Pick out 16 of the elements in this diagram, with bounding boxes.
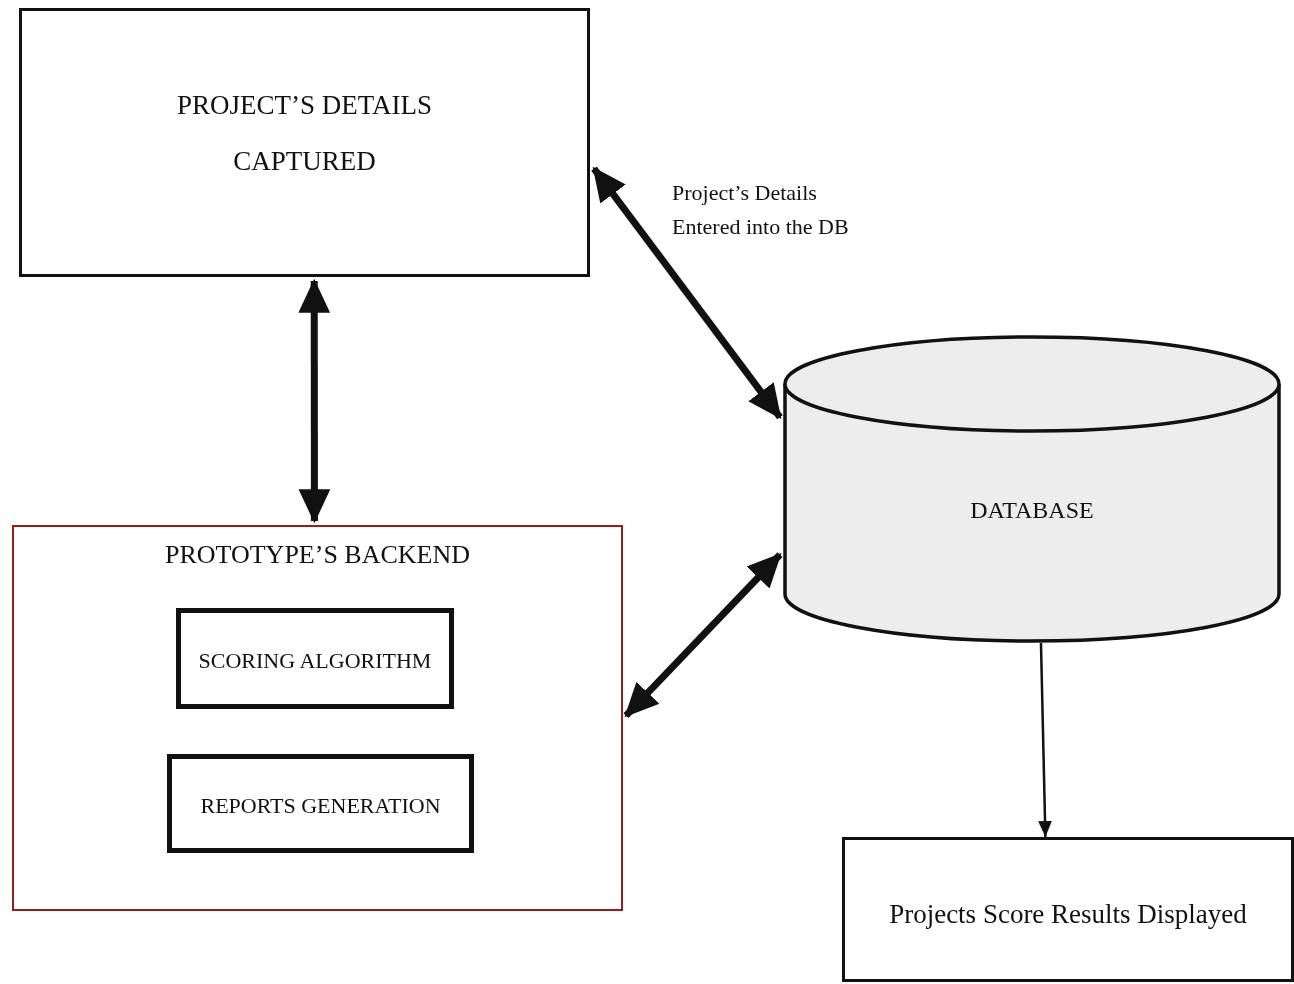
node-label: DATABASE — [969, 496, 1095, 525]
database-cylinder — [783, 335, 1281, 643]
output-box — [842, 837, 1294, 982]
arrow — [591, 166, 783, 420]
arrow — [1038, 642, 1052, 838]
process-box — [167, 754, 474, 853]
process-box — [176, 608, 454, 709]
node-label: SCORING ALGORITHM — [197, 647, 433, 675]
node-label: PROTOTYPE’S BACKEND — [163, 539, 472, 571]
node-label: Projects Score Results Displayed — [888, 898, 1248, 931]
arrow — [298, 278, 331, 524]
arrow — [623, 552, 783, 719]
node-label: PROJECT’S DETAILS CAPTURED — [175, 89, 434, 178]
group-box — [12, 525, 623, 911]
process-box — [19, 8, 590, 277]
node-label: REPORTS GENERATION — [199, 792, 442, 820]
